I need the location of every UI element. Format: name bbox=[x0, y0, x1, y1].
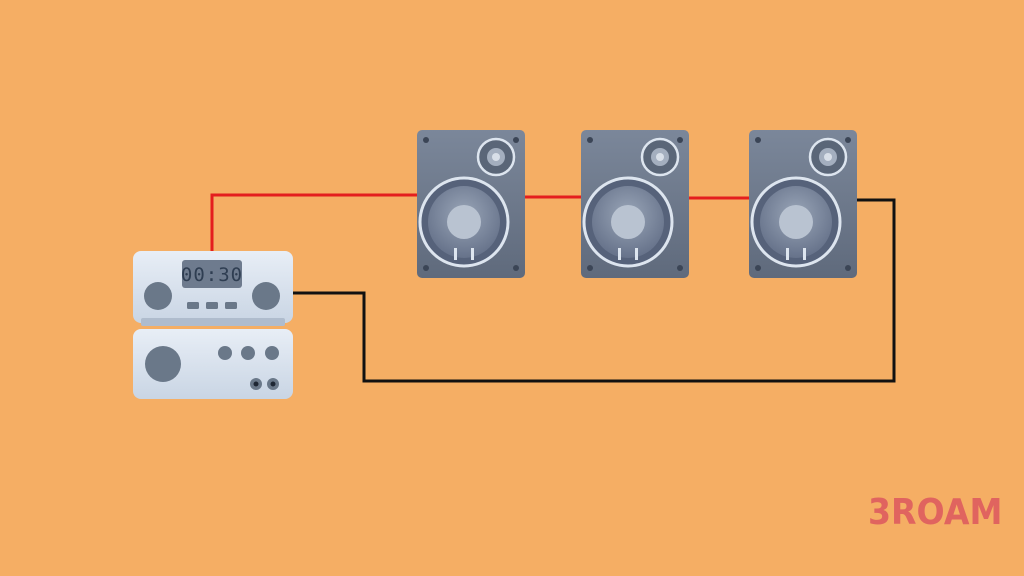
receiver-knob-left bbox=[144, 282, 172, 310]
speaker-icon bbox=[417, 130, 525, 278]
speaker-screw bbox=[755, 137, 761, 143]
speaker-screw bbox=[513, 265, 519, 271]
speaker-dust-cap bbox=[779, 205, 813, 239]
speaker-screw bbox=[423, 265, 429, 271]
receiver-button bbox=[206, 302, 218, 309]
speaker-icon bbox=[749, 130, 857, 278]
receiver-button bbox=[225, 302, 237, 309]
amplifier-small-knob bbox=[241, 346, 255, 360]
stereo-receiver-icon: 00:30 bbox=[133, 251, 293, 399]
speaker-screw bbox=[587, 137, 593, 143]
amplifier-volume-knob bbox=[145, 346, 181, 382]
speaker-dust-cap bbox=[447, 205, 481, 239]
receiver-display-text: 00:30 bbox=[181, 264, 243, 286]
speaker-screw bbox=[423, 137, 429, 143]
amplifier-small-knob bbox=[265, 346, 279, 360]
speaker-screw bbox=[845, 265, 851, 271]
receiver-knob-right bbox=[252, 282, 280, 310]
amplifier-small-knob bbox=[218, 346, 232, 360]
positive-wire bbox=[210, 193, 750, 252]
speaker-screw bbox=[845, 137, 851, 143]
speaker-icon bbox=[581, 130, 689, 278]
speaker-screw bbox=[587, 265, 593, 271]
speaker-dust-cap bbox=[611, 205, 645, 239]
brand-watermark: 3ROAM bbox=[868, 492, 1003, 533]
receiver-button bbox=[187, 302, 199, 309]
speaker-screw bbox=[677, 265, 683, 271]
negative-wire bbox=[292, 198, 896, 383]
speaker-screw bbox=[755, 265, 761, 271]
speaker-screw bbox=[513, 137, 519, 143]
receiver-display bbox=[182, 260, 242, 288]
speaker-screw bbox=[677, 137, 683, 143]
